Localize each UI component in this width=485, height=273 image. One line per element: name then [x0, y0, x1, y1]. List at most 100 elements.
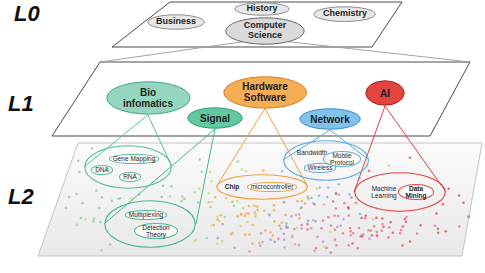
scatter-point: [201, 171, 204, 174]
scatter-point: [209, 206, 212, 209]
scatter-point: [68, 196, 71, 199]
scatter-point: [262, 169, 265, 172]
scatter-point: [360, 235, 363, 238]
topic-label: Wireless: [304, 163, 337, 172]
scatter-point: [405, 220, 408, 223]
scatter-point: [76, 224, 79, 227]
scatter-point: [299, 207, 302, 210]
scatter-point: [300, 206, 303, 209]
scatter-point: [335, 207, 338, 210]
scatter-point: [268, 214, 271, 217]
scatter-point: [382, 226, 385, 229]
scatter-point: [322, 240, 325, 243]
scatter-point: [225, 197, 228, 200]
ellipse-shape: [85, 146, 171, 188]
scatter-point: [109, 243, 112, 246]
topic-label: Network: [310, 114, 349, 125]
scatter-point: [80, 217, 83, 220]
scatter-point: [248, 205, 251, 208]
scatter-point: [258, 242, 261, 245]
scatter-point: [349, 227, 352, 230]
scatter-point: [268, 213, 271, 216]
scatter-point: [348, 214, 351, 217]
scatter-point: [236, 200, 239, 203]
scatter-point: [216, 215, 219, 218]
scatter-point: [462, 202, 465, 205]
ellipse-shape: [314, 7, 375, 22]
cluster-ellipse: Machine LearningData Mining: [354, 172, 446, 212]
scatter-point: [329, 230, 332, 233]
scatter-point: [442, 203, 445, 206]
scatter-point: [221, 240, 224, 243]
scatter-point: [273, 220, 276, 223]
scatter-point: [198, 187, 201, 190]
scatter-points: [65, 147, 471, 254]
scatter-point: [81, 202, 84, 205]
plane-l0: [112, 2, 402, 47]
scatter-point: [296, 227, 299, 230]
scatter-point: [368, 170, 371, 173]
subtopic-ellipse: Bio infomatics: [106, 81, 191, 115]
ellipse-shape: [224, 76, 307, 107]
scatter-point: [248, 233, 251, 236]
scatter-point: [101, 196, 104, 199]
scatter-point: [400, 229, 403, 232]
scatter-point: [283, 232, 286, 235]
topic-label: DNA: [91, 165, 113, 174]
scatter-point: [437, 228, 440, 231]
scatter-point: [314, 220, 317, 223]
scatter-point: [233, 246, 236, 249]
scatter-point: [334, 238, 337, 241]
scatter-point: [399, 232, 402, 235]
scatter-point: [318, 186, 321, 189]
scatter-point: [335, 244, 338, 247]
scatter-point: [316, 236, 319, 239]
scatter-point: [216, 237, 219, 240]
topic-label: History: [246, 4, 277, 14]
scatter-point: [298, 244, 301, 247]
scatter-point: [332, 200, 335, 203]
scatter-point: [77, 160, 80, 163]
scatter-point: [349, 230, 352, 233]
scatter-point: [277, 238, 280, 241]
scatter-point: [323, 203, 326, 206]
scatter-point: [371, 234, 374, 237]
cluster-ellipse: DNAGene MappingRNA: [84, 145, 172, 189]
scatter-point: [193, 191, 196, 194]
scatter-point: [281, 221, 284, 224]
scatter-point: [381, 217, 384, 220]
scatter-point: [313, 249, 316, 252]
scatter-point: [162, 185, 165, 188]
scatter-point: [210, 224, 213, 227]
scatter-point: [233, 204, 236, 207]
scatter-point: [347, 244, 350, 247]
scatter-point: [246, 221, 249, 224]
scatter-point: [405, 216, 408, 219]
ellipse-shape: [148, 15, 204, 29]
scatter-point: [245, 212, 248, 215]
scatter-point: [388, 226, 391, 229]
scatter-point: [337, 215, 340, 218]
scatter-point: [183, 198, 186, 201]
scatter-point: [359, 213, 362, 216]
topic-label: Hardware Software: [238, 81, 292, 103]
scatter-point: [280, 227, 283, 230]
topic-label: Gene Mapping: [109, 154, 160, 163]
scatter-point: [194, 239, 197, 242]
scatter-point: [269, 231, 272, 234]
scatter-point: [197, 201, 200, 204]
scatter-point: [447, 187, 450, 190]
scatter-point: [84, 218, 87, 221]
topic-label: Chip: [225, 183, 239, 190]
topic-label: microcontroller: [247, 182, 298, 191]
scatter-point: [261, 241, 264, 244]
scatter-point: [376, 235, 379, 238]
topic-label: AI: [380, 88, 390, 99]
scatter-point: [254, 213, 257, 216]
scatter-point: [312, 219, 315, 222]
scatter-point: [78, 171, 81, 174]
scatter-point: [236, 215, 239, 218]
scatter-point: [245, 170, 248, 173]
scatter-point: [327, 186, 330, 189]
ellipse-shape: [105, 201, 195, 247]
